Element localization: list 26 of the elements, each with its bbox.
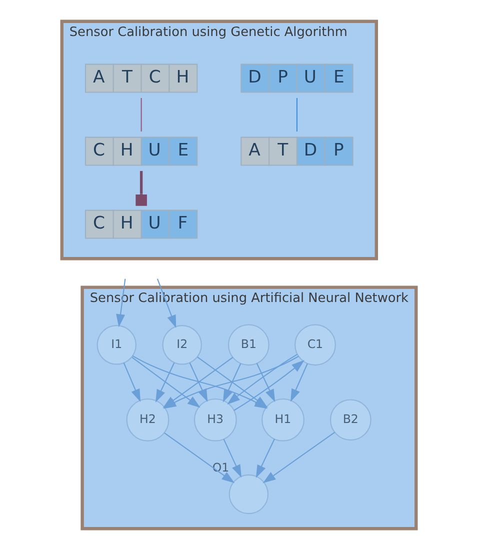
node-circle: C1: [294, 324, 336, 366]
node-circle: [228, 474, 269, 514]
connector: [296, 98, 298, 132]
node-circle: H2: [126, 398, 170, 442]
arrow: [227, 354, 298, 404]
arrow: [222, 363, 242, 402]
arrow: [290, 363, 308, 402]
connector: [140, 98, 142, 132]
arrow: [116, 278, 126, 328]
arrow: [223, 438, 242, 478]
node-circle: B1: [228, 324, 270, 366]
arrow: [189, 362, 208, 402]
arrow: [262, 432, 336, 484]
arrow: [155, 362, 175, 402]
node-circle: H1: [262, 398, 304, 442]
node-circle: I2: [162, 325, 202, 365]
node-circle: I1: [96, 325, 136, 365]
arrow: [123, 362, 141, 402]
arrow: [156, 278, 176, 328]
connector: [136, 170, 147, 206]
arrow: [164, 432, 235, 484]
node-label: O1: [212, 460, 230, 474]
arrow: [256, 363, 276, 402]
node-circle: B2: [330, 399, 372, 441]
node-circle: H3: [194, 398, 237, 442]
arrow: [256, 438, 275, 478]
